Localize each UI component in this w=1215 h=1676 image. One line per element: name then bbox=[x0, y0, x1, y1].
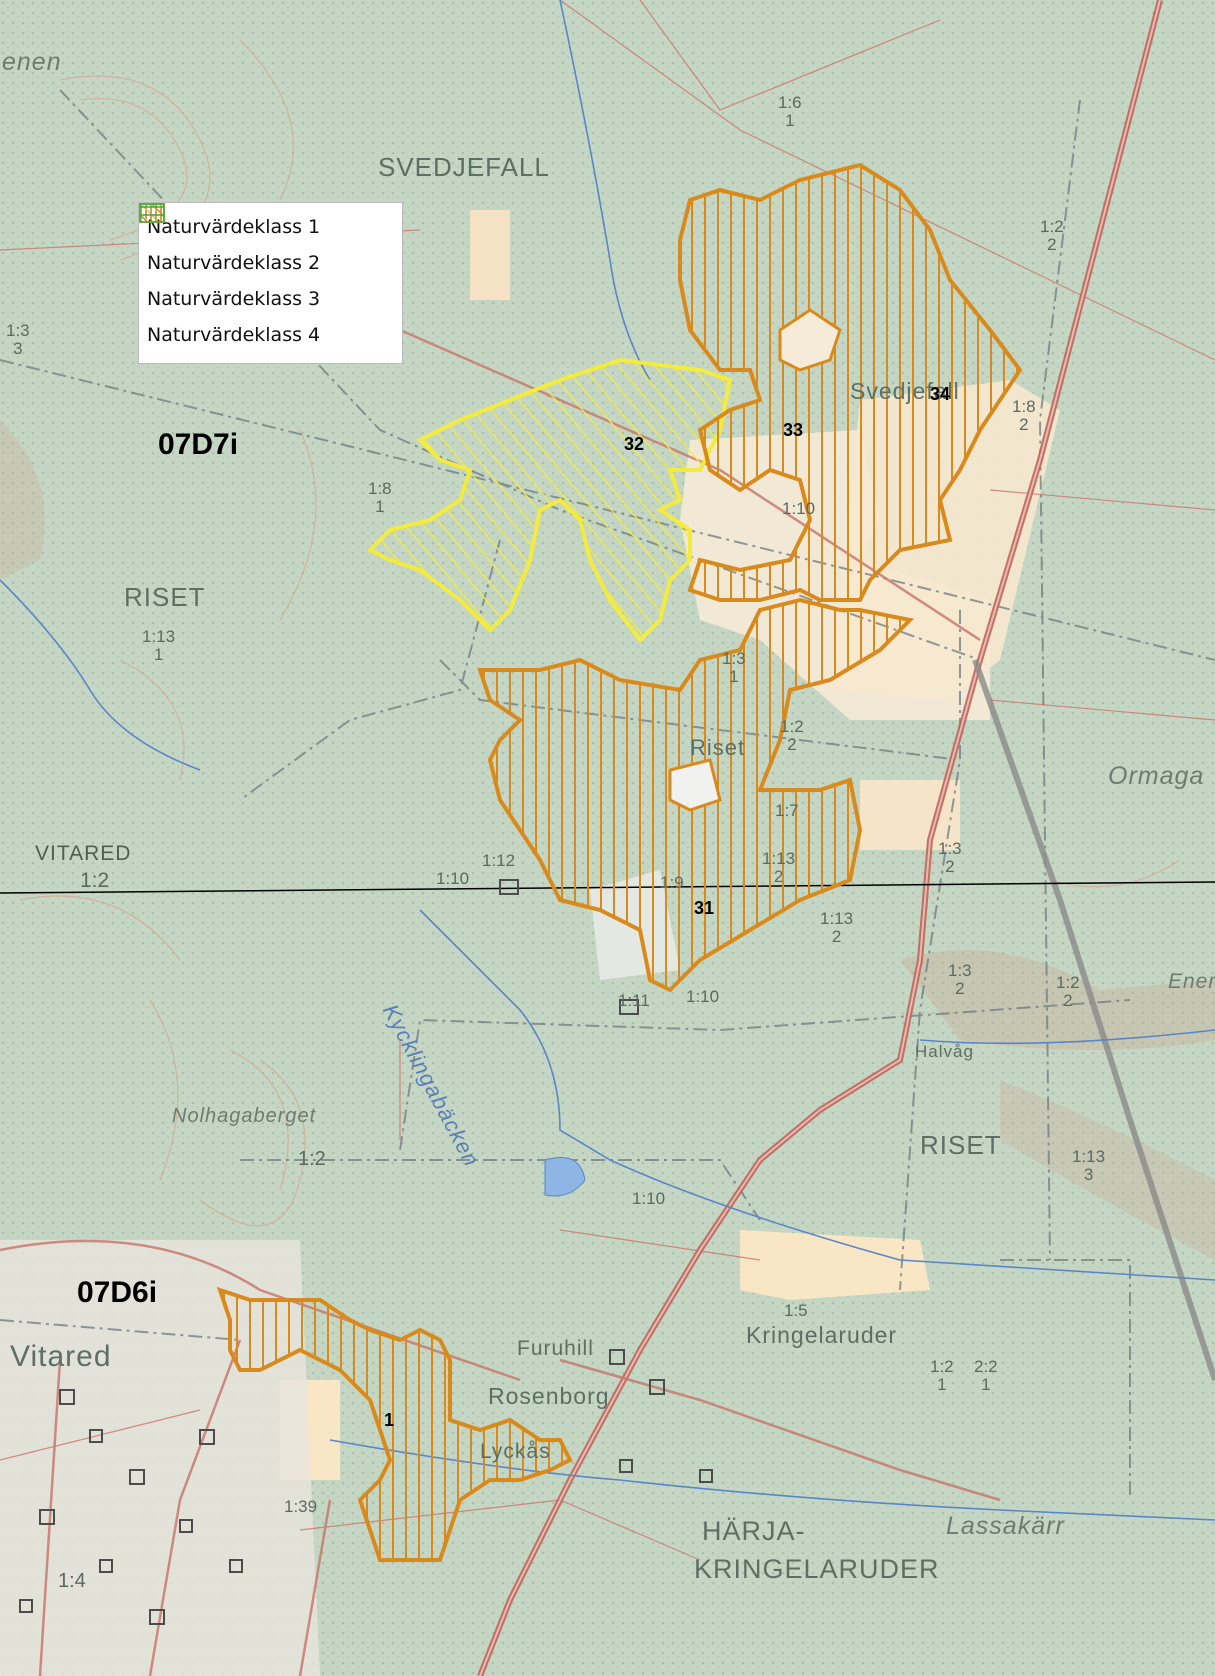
property-code: 1:2 bbox=[298, 1148, 326, 1170]
area-label-32[interactable]: 32 bbox=[624, 434, 645, 454]
area-label-34[interactable]: 34 bbox=[930, 384, 951, 404]
place-halvag: Halvåg bbox=[915, 1042, 974, 1061]
place-svedjefall-caps: SVEDJEFALL bbox=[378, 152, 550, 182]
place-ener: Ener bbox=[1168, 970, 1215, 993]
legend-item-class-3: Naturvärdeklass 3 bbox=[139, 203, 394, 317]
property-code: 1:11 bbox=[618, 991, 650, 1010]
legend-label-class-1: Naturvärdeklass 1 bbox=[147, 216, 321, 238]
legend-item-class-2: Naturvärdeklass 2 bbox=[139, 203, 394, 281]
map-legend: Naturvärdeklass 1 Naturvärdeklass 2 Natu… bbox=[138, 202, 403, 364]
area-34-shape bbox=[678, 162, 1023, 602]
legend-swatch-class-4 bbox=[139, 203, 165, 223]
place-riset-caps-2: RISET bbox=[920, 1130, 1002, 1160]
area-label-33[interactable]: 33 bbox=[783, 420, 804, 440]
sheet-label-07d7i: 07D7i bbox=[158, 428, 239, 461]
place-harja-line2: KRINGELARUDER bbox=[694, 1554, 940, 1584]
place-rosenborg: Rosenborg bbox=[488, 1383, 610, 1409]
property-code: 1:10 bbox=[782, 499, 816, 518]
place-enen: enen bbox=[2, 48, 62, 76]
property-code: 1:10 bbox=[436, 869, 470, 888]
legend-item-class-4: Naturvärdeklass 4 bbox=[139, 203, 394, 353]
place-lassakarr: Lassakärr bbox=[946, 1512, 1065, 1540]
place-nolhagaberget: Nolhagaberget bbox=[172, 1105, 317, 1127]
property-code: 1:10 bbox=[632, 1189, 666, 1208]
place-riset-caps: RISET bbox=[124, 582, 206, 612]
property-code: 1:5 bbox=[784, 1301, 808, 1320]
property-code: 1:12 bbox=[482, 851, 516, 870]
legend-label-class-4: Naturvärdeklass 4 bbox=[147, 324, 321, 346]
place-ormaga: Ormaga bbox=[1108, 762, 1205, 790]
property-code: 1:9 bbox=[660, 873, 684, 892]
place-riset: Riset bbox=[690, 735, 746, 760]
place-svedjefall: Svedjefall bbox=[850, 378, 960, 404]
area-label-31[interactable]: 31 bbox=[694, 898, 715, 918]
legend-item-class-1: Naturvärdeklass 1 bbox=[139, 203, 394, 245]
place-harja-line1: HÄRJA- bbox=[702, 1516, 806, 1546]
property-code: 1:10 bbox=[686, 987, 720, 1006]
property-code: 1:39 bbox=[284, 1497, 318, 1516]
legend-label-class-3: Naturvärdeklass 3 bbox=[147, 288, 321, 310]
sheet-label-07d6i: 07D6i bbox=[77, 1276, 158, 1309]
area-1-shape bbox=[216, 1286, 573, 1562]
property-code: 1:4 bbox=[58, 1570, 86, 1592]
place-kringelaruder: Kringelaruder bbox=[746, 1322, 898, 1348]
area-label-1[interactable]: 1 bbox=[384, 1410, 395, 1430]
property-code: 1:2 bbox=[80, 869, 110, 892]
place-furuhill: Furuhill bbox=[517, 1337, 594, 1360]
place-vitared-caps: VITARED bbox=[35, 842, 132, 865]
legend-label-class-2: Naturvärdeklass 2 bbox=[147, 252, 321, 274]
property-code: 1:7 bbox=[775, 801, 799, 820]
place-lyckas: Lyckås bbox=[480, 1440, 551, 1463]
place-vitared: Vitared bbox=[10, 1340, 112, 1373]
